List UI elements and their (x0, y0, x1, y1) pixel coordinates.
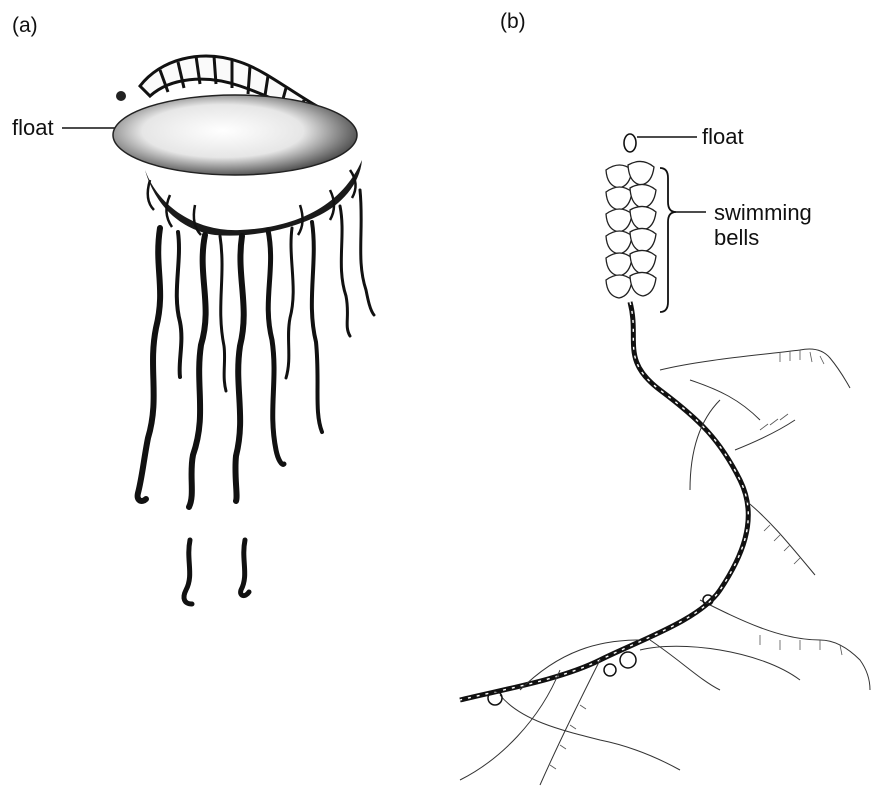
float-body (113, 95, 357, 175)
filament-ticks (550, 350, 842, 769)
bells-bracket (660, 168, 676, 312)
panel-b-float (624, 134, 636, 152)
panel-b-drawing (460, 134, 870, 785)
tentacle-ends (183, 522, 252, 604)
tentacles (138, 190, 374, 507)
swimming-bells (606, 161, 656, 298)
panel-a-drawing (62, 56, 374, 604)
colony-filaments (460, 349, 870, 785)
